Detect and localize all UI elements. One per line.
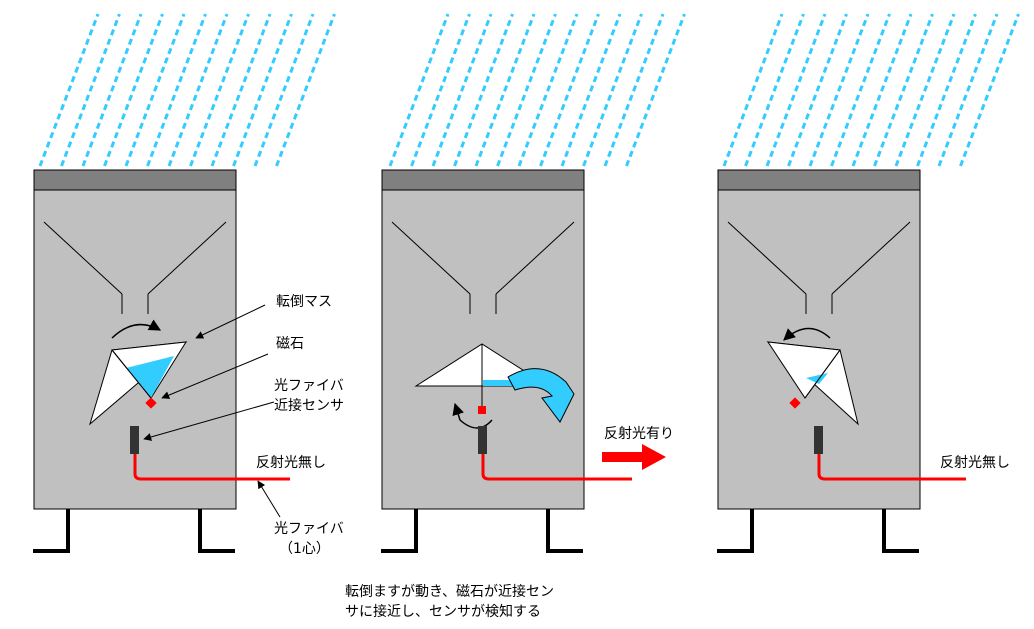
optical-fiber-3 — [817, 454, 966, 481]
rain-streak — [38, 13, 100, 167]
rain-streak — [722, 13, 784, 167]
proximity-sensor-2 — [478, 426, 487, 454]
rain-streak — [146, 13, 207, 167]
callout-arrow-fiber — [257, 480, 281, 518]
rain-streak — [103, 13, 164, 167]
rain-streaks-1 — [38, 13, 336, 167]
rain-streak — [830, 13, 891, 167]
rain-streaks-3 — [722, 13, 1020, 167]
callout-arrow-sensor — [143, 401, 275, 441]
callout-arrow-tipping-mass — [195, 304, 266, 339]
tipping-bucket-1 — [89, 341, 188, 426]
gauge-lid-1 — [33, 169, 237, 191]
label-no-reflection-2: 反射光無し — [940, 455, 1010, 471]
rain-streak — [60, 13, 121, 167]
label-optical-fiber-1: 光ファイバ — [274, 521, 344, 537]
funnel-2 — [391, 221, 575, 314]
panel-tipped-state: 反射光無し — [717, 13, 1020, 553]
rain-streak — [210, 13, 272, 167]
gauge-lid-3 — [717, 169, 921, 191]
panel-initial-state: 転倒マス 磁石 光ファイバ 近接センサ 反射光無し 光ファイバ （1心） — [33, 13, 344, 557]
magnet-2 — [478, 406, 486, 414]
rain-streak — [232, 13, 293, 167]
rain-streak — [275, 13, 336, 167]
panel-tipping-state: 反射光有り 転倒ますが動き、磁石が近接セン サに接近し、センサが検知する — [345, 13, 686, 620]
tipping-bucket-3 — [766, 341, 859, 426]
funnel-1 — [43, 221, 227, 314]
rotation-arrow-3 — [783, 327, 831, 341]
rain-streak — [453, 13, 514, 167]
rain-streak — [851, 13, 913, 167]
rain-streak — [189, 13, 250, 167]
rain-streaks-2 — [388, 13, 686, 167]
label-tipping-mass: 転倒マス — [276, 294, 332, 310]
gauge-lid-2 — [381, 169, 585, 191]
rain-streak — [124, 13, 186, 167]
rain-streak — [625, 13, 686, 167]
leg-right-2 — [546, 509, 583, 553]
proximity-sensor-3 — [814, 426, 823, 454]
label-optical-fiber-sensor-1: 光ファイバ — [274, 378, 344, 394]
funnel-3 — [727, 221, 911, 314]
rain-streak — [560, 13, 622, 167]
rain-streak — [873, 13, 934, 167]
rain-streak — [765, 13, 827, 167]
magnet-3 — [789, 397, 801, 409]
leg-left-2 — [381, 509, 418, 553]
label-no-reflection-1: 反射光無し — [256, 455, 326, 471]
rain-streak — [410, 13, 471, 167]
leg-left-3 — [717, 509, 754, 553]
rain-streak — [474, 13, 536, 167]
rain-streak — [744, 13, 805, 167]
label-reflection-present: 反射光有り — [604, 426, 674, 442]
leg-right-3 — [882, 509, 919, 553]
rain-streak — [167, 13, 229, 167]
leg-left-1 — [33, 509, 70, 553]
rain-streak — [517, 13, 579, 167]
signal-red-arrow — [602, 444, 666, 470]
rain-streak — [603, 13, 665, 167]
optical-fiber-2 — [481, 454, 632, 481]
rotation-arrow-1 — [111, 319, 162, 339]
caption-line-2: サに接近し、センサが検知する — [345, 603, 541, 620]
rain-streak — [808, 13, 870, 167]
rain-streak — [253, 13, 315, 167]
rain-streak — [81, 13, 143, 167]
proximity-sensor-1 — [130, 426, 139, 454]
rain-streak — [916, 13, 977, 167]
label-magnet: 磁石 — [276, 336, 304, 352]
magnet-1 — [145, 397, 157, 409]
label-optical-fiber-sensor-2: 近接センサ — [274, 397, 344, 414]
rotation-arrow-2 — [452, 402, 493, 429]
rain-streak — [582, 13, 643, 167]
callout-arrow-magnet — [161, 353, 269, 399]
rain-streak — [431, 13, 493, 167]
caption-line-1: 転倒ますが動き、磁石が近接セン — [345, 583, 554, 600]
rain-streak — [959, 13, 1020, 167]
leg-right-1 — [198, 509, 235, 553]
rain-streak — [894, 13, 956, 167]
optical-fiber-1 — [133, 454, 290, 481]
rain-streak — [539, 13, 600, 167]
water-flow-arrow — [507, 368, 575, 423]
rain-streak — [496, 13, 557, 167]
label-optical-fiber-2: （1心） — [279, 541, 330, 557]
rain-streak — [787, 13, 848, 167]
rain-streak — [937, 13, 999, 167]
rain-streak — [388, 13, 450, 167]
